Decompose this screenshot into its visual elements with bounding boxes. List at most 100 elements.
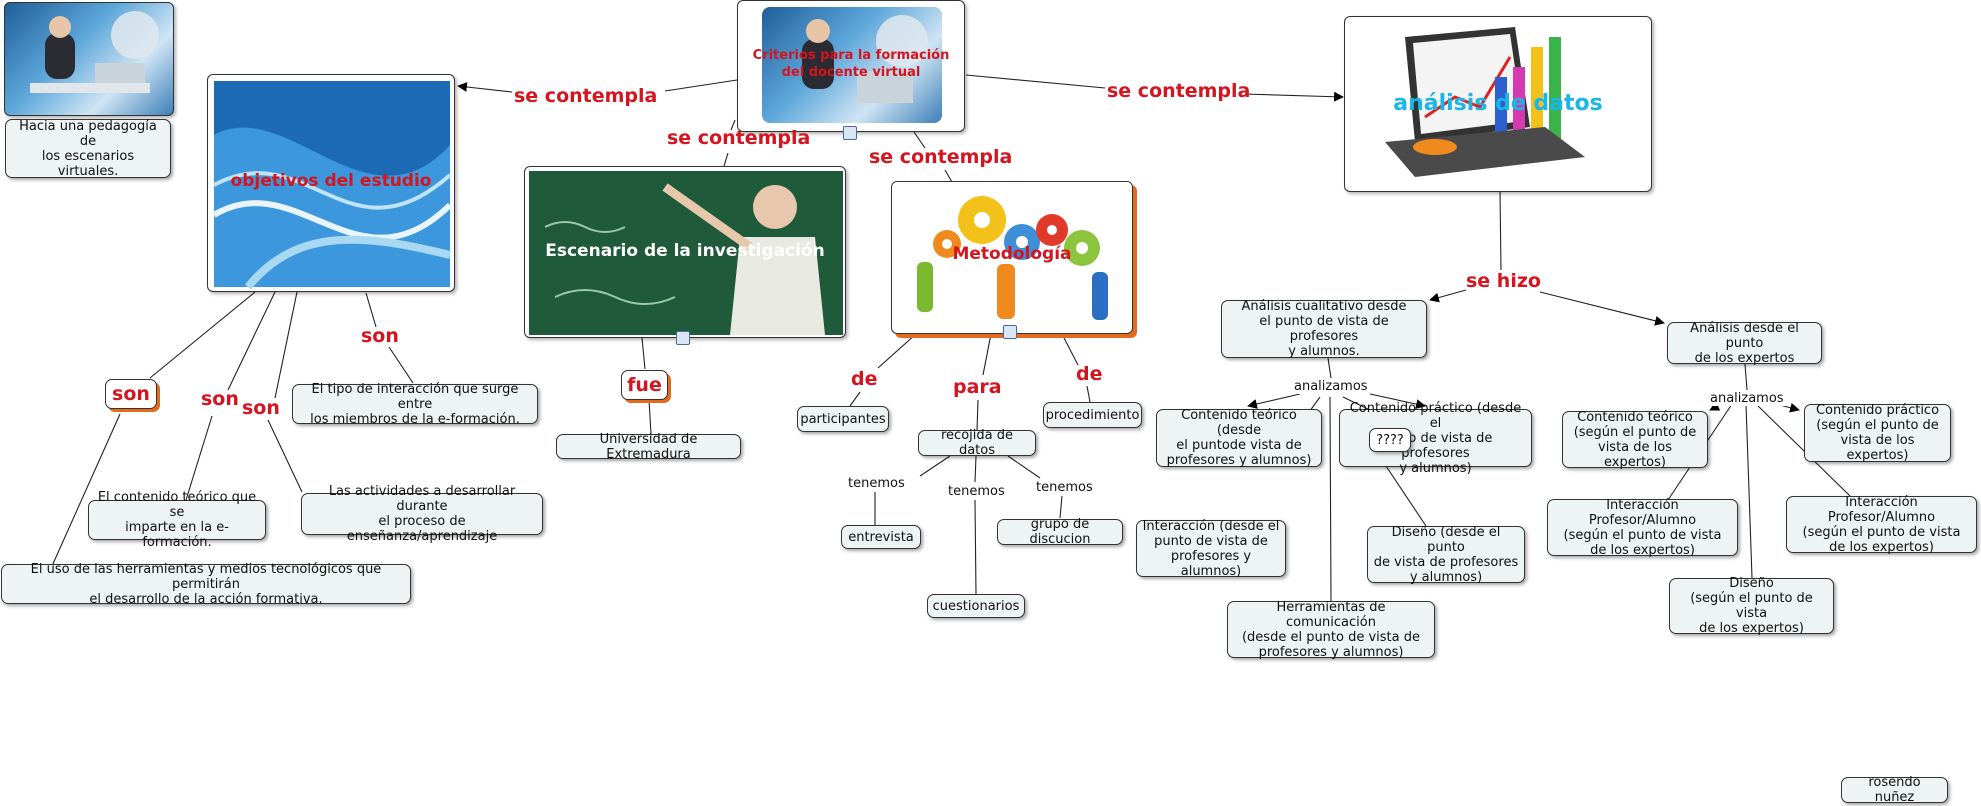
link-line (51, 413, 121, 567)
link-line (1385, 465, 1427, 527)
universidad-node[interactable]: Universidad de Extremadura (556, 432, 741, 462)
blue-waves-picture (212, 81, 453, 290)
link-line (1369, 393, 1426, 409)
attachment-icon[interactable] (1003, 325, 1017, 339)
link-line (1744, 363, 1748, 391)
link-line (974, 455, 977, 483)
link-line (1755, 403, 1851, 497)
link-line (919, 455, 951, 477)
link-line (365, 292, 377, 328)
label-se-contempla: se contempla (514, 85, 658, 107)
contenido-practico-exp-node[interactable]: Contenido práctico (según el punto de vi… (1804, 403, 1951, 463)
link-line (641, 337, 646, 370)
link-line (974, 499, 977, 595)
chalkboard-picture (529, 171, 843, 335)
grupo-discucion-node[interactable]: grupo de discucion (997, 517, 1123, 547)
autor-node[interactable]: rosendo nuñez (1841, 775, 1948, 805)
escenario-title: Escenario de la investigación (545, 241, 825, 261)
link-line (664, 79, 738, 92)
metodologia-node[interactable]: Metodología (891, 181, 1133, 334)
actividades-node[interactable]: Las actividades a desarrollar durante el… (301, 484, 543, 544)
gears-picture (917, 196, 1108, 320)
analisis-datos-title: análisis de datos (1393, 91, 1603, 116)
link-line (388, 346, 414, 384)
label-son: son (242, 397, 280, 419)
interrogantes-node[interactable]: ???? (1369, 428, 1411, 452)
objetivos-title: objetivos del estudio (230, 171, 432, 191)
objetivos-node[interactable]: objetivos del estudio (207, 74, 455, 292)
link-line (1061, 333, 1079, 366)
label-se-hizo: se hizo (1466, 270, 1541, 292)
pedagogia-image[interactable] (4, 2, 174, 116)
contenido-practico-prof-node[interactable]: Contenido práctico (desde el punto de vi… (1339, 401, 1532, 476)
escenario-node[interactable]: Escenario de la investigación (524, 166, 846, 338)
analisis-expertos-node[interactable]: Análisis desde el punto de los expertos (1667, 321, 1822, 366)
label-para: para (953, 376, 1002, 398)
pedagogia-node[interactable]: Hacia una pedagogía de los escenarios vi… (5, 119, 171, 179)
label-analizamos: analizamos (1709, 391, 1785, 406)
link-line (982, 333, 992, 376)
link-line (1086, 385, 1091, 403)
diseno-prof-node[interactable]: Diseño (desde el punto de vista de profe… (1367, 525, 1525, 585)
son-boxed-label[interactable]: son (105, 379, 157, 409)
link-line (1329, 396, 1332, 602)
link-line (1244, 91, 1344, 102)
attachment-icon[interactable] (843, 126, 857, 140)
link-line (965, 74, 1106, 89)
diseno-exp-node[interactable]: Diseño (según el punto de vista de los e… (1669, 576, 1834, 636)
contenido-teorico-exp-node[interactable]: Contenido teórico (según el punto de vis… (1562, 410, 1708, 470)
label-son: son (201, 388, 239, 410)
interaccion-prof-node[interactable]: Interacción (desde el punto de vista de … (1136, 519, 1286, 579)
label-se-contempla: se contempla (869, 146, 1013, 168)
link-line (267, 419, 303, 493)
tipo-interaccion-node[interactable]: El tipo de interacción que surge entre l… (292, 382, 538, 427)
link-line (648, 399, 652, 435)
label-de: de (1076, 363, 1103, 385)
link-line (1247, 393, 1301, 409)
link-line (730, 119, 736, 131)
label-tenemos: tenemos (847, 476, 906, 491)
criterios-title: Criterios para la formación del docente … (752, 48, 950, 80)
label-de: de (851, 368, 878, 390)
link-line (457, 82, 513, 93)
procedimiento-node[interactable]: procedimiento (1043, 402, 1142, 428)
link-line (1429, 289, 1467, 303)
link-line (913, 131, 926, 149)
link-line (723, 152, 729, 167)
computer-user-picture (30, 11, 159, 93)
link-line (877, 333, 917, 369)
link-line (1745, 403, 1753, 579)
criterios-picture (762, 7, 942, 123)
metodologia-title: Metodología (952, 244, 1072, 264)
interaccion-exp-node[interactable]: Interacción Profesor/Alumno (según el pu… (1786, 495, 1977, 555)
link-line (1342, 396, 1371, 411)
analisis-cualitativo-node[interactable]: Análisis cualitativo desde el punto de v… (1221, 299, 1427, 359)
link-line (185, 415, 213, 501)
herramientas-prof-node[interactable]: Herramientas de comunicación (desde el p… (1227, 600, 1435, 660)
analisis-datos-node[interactable]: análisis de datos (1344, 16, 1652, 192)
label-se-contempla: se contempla (667, 127, 811, 149)
contenido-teorico-eform-node[interactable]: El contenido teórico que se imparte en l… (88, 490, 266, 550)
fue-boxed-label[interactable]: fue (621, 370, 668, 400)
audio-icon[interactable] (676, 331, 690, 345)
link-line (1007, 455, 1041, 479)
cuestionarios-node[interactable]: cuestionarios (927, 594, 1025, 618)
link-line (976, 399, 979, 431)
entrevista-node[interactable]: entrevista (841, 525, 921, 549)
link-line (227, 291, 276, 391)
contenido-teorico-prof-node[interactable]: Contenido teórico (desde el puntode vist… (1156, 408, 1322, 468)
link-line (1499, 191, 1502, 271)
label-tenemos: tenemos (1035, 480, 1094, 495)
link-line (149, 291, 256, 379)
link-line (849, 391, 861, 407)
uso-herramientas-node[interactable]: El uso de las herramientas y medios tecn… (1, 562, 411, 607)
link-line (274, 291, 298, 399)
criterios-node[interactable]: Criterios para la formación del docente … (737, 0, 965, 132)
interaccion-exp-node[interactable]: Interacción Profesor/Alumno (según el pu… (1547, 498, 1738, 558)
label-tenemos: tenemos (947, 484, 1006, 499)
link-line (1059, 495, 1063, 519)
recojida-datos-node[interactable]: recojida de datos (918, 428, 1036, 458)
participantes-node[interactable]: participantes (797, 406, 889, 432)
label-se-contempla: se contempla (1107, 80, 1251, 102)
